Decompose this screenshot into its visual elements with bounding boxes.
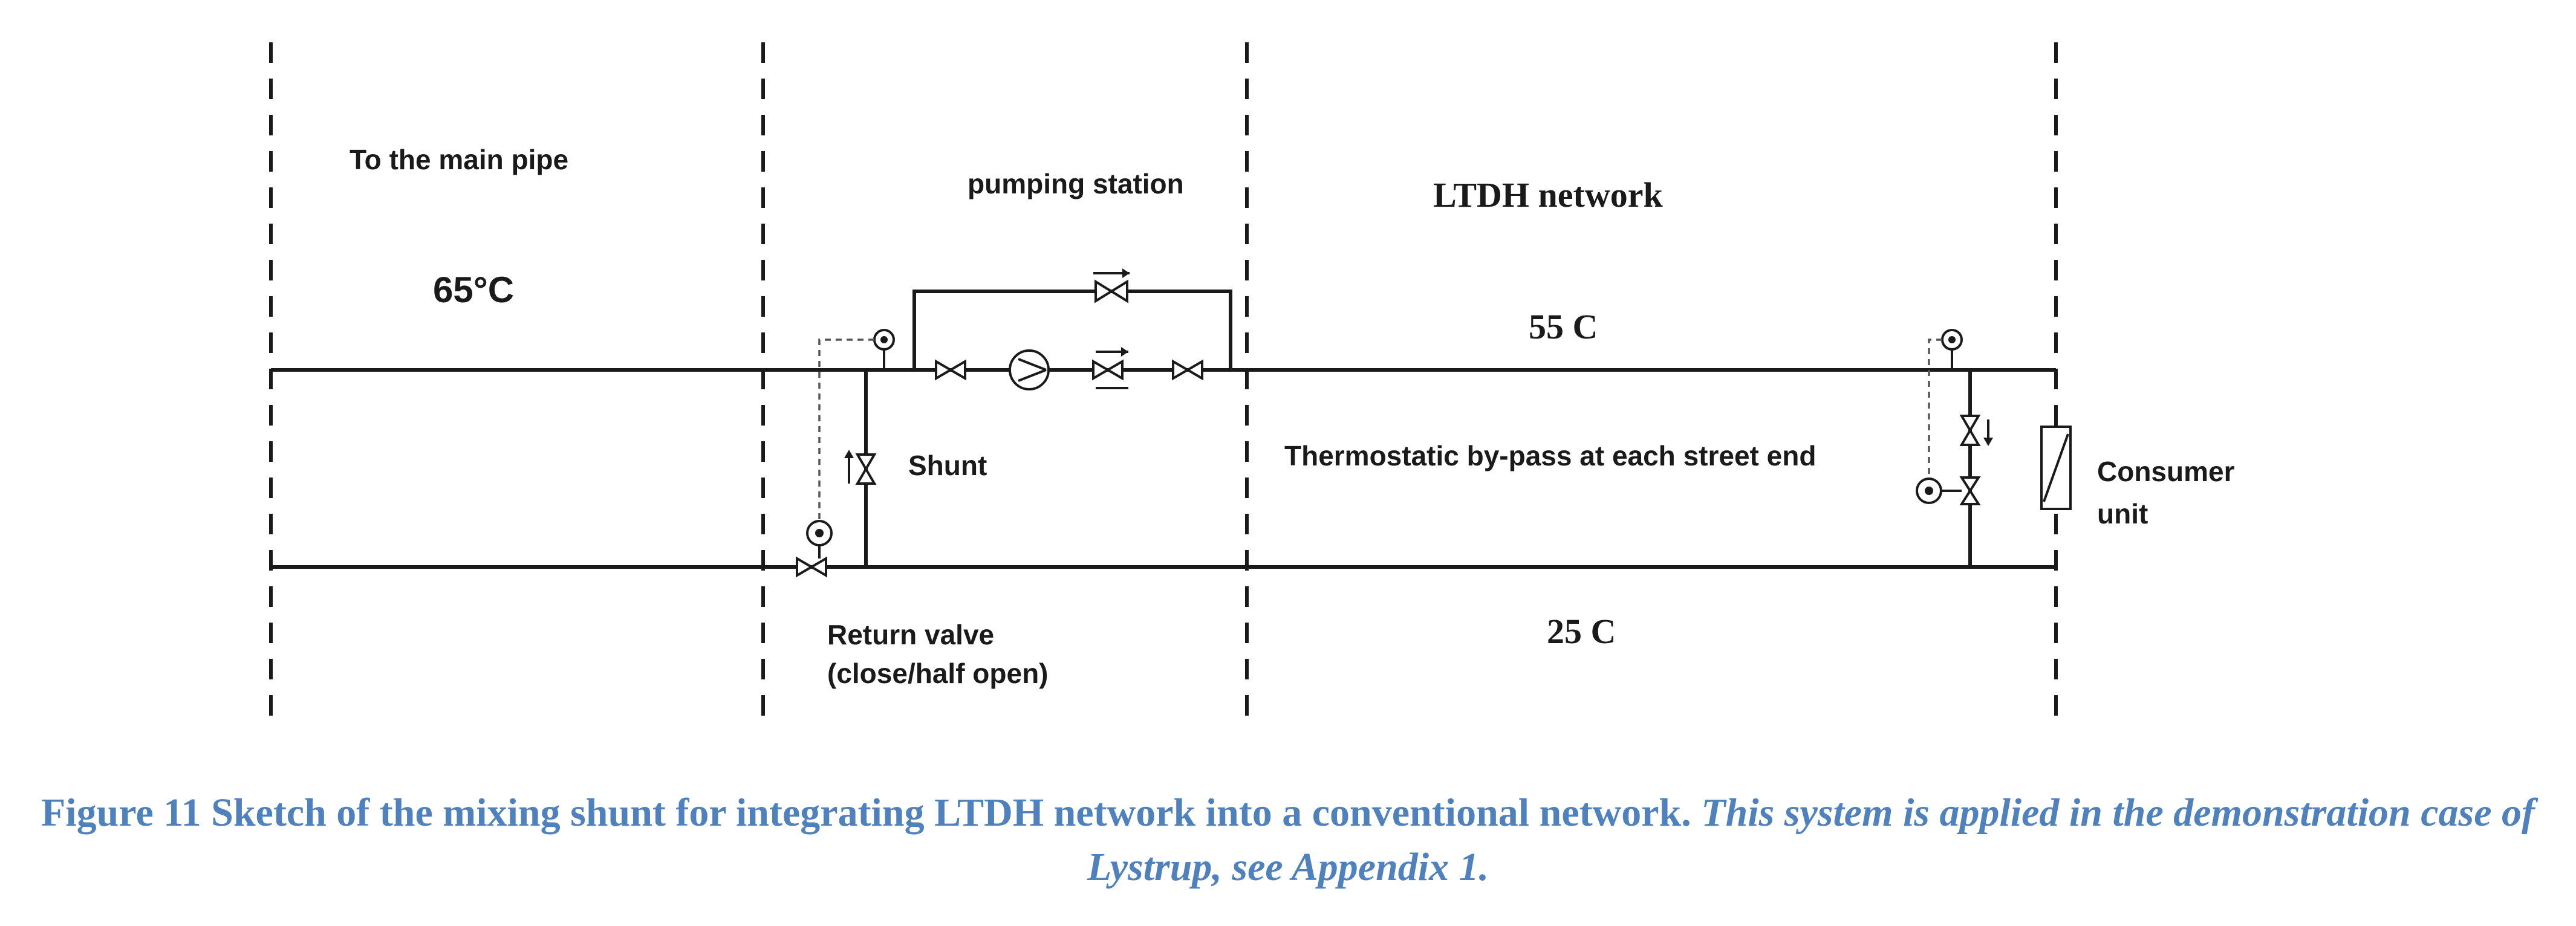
- caption-italic-text: This system is applied in the demonstrat…: [1087, 791, 2535, 889]
- pump-icon: [1009, 349, 1050, 390]
- figure-caption: Figure 11 Sketch of the mixing shunt for…: [0, 786, 2576, 895]
- return-temperature-label: 25 C: [1547, 612, 1616, 651]
- main-temperature-label: 65°C: [433, 270, 514, 310]
- check-valve-icon: [1092, 347, 1128, 389]
- thermostat-controller-icon: [1916, 478, 1962, 504]
- return-valve-label-line-2: (close/half open): [827, 658, 1048, 689]
- bypass-loop-valve-icon: [1093, 268, 1130, 303]
- shunt-temperature-sensor-icon: [873, 329, 895, 370]
- consumer-label-line-2: unit: [2097, 498, 2148, 529]
- pump-outlet-valve-icon: [1172, 359, 1203, 381]
- shunt-valve-icon: [844, 450, 877, 485]
- consumer-label-line-1: Consumer: [2097, 456, 2235, 487]
- supply-temperature-label: 55 C: [1529, 307, 1598, 346]
- control-signal-line: [818, 338, 874, 521]
- return-valve-label-line-1: Return valve: [827, 619, 994, 650]
- ltdh-network-label: LTDH network: [1433, 175, 1663, 215]
- thermostatic-valve-lower-icon: [1959, 476, 1981, 505]
- bypass-temperature-sensor-icon: [1941, 329, 1963, 370]
- thermostatic-valve-upper-icon: [1959, 415, 1993, 446]
- caption-bold-text: Figure 11 Sketch of the mixing shunt for…: [41, 791, 1691, 835]
- thermostatic-bypass-label: Thermostatic by-pass at each street end: [1284, 440, 1816, 471]
- return-valve-icon: [796, 556, 827, 578]
- pumping-station-label: pumping station: [968, 168, 1184, 199]
- consumer-unit-icon: [2040, 426, 2072, 510]
- bypass-signal-line: [1928, 338, 1942, 478]
- pump-inlet-valve-icon: [935, 359, 966, 381]
- pump-bypass-loop: [912, 290, 1232, 370]
- main-pipe-label: To the main pipe: [350, 144, 568, 175]
- return-valve-controller-icon: [806, 520, 833, 559]
- shunt-label: Shunt: [908, 450, 987, 481]
